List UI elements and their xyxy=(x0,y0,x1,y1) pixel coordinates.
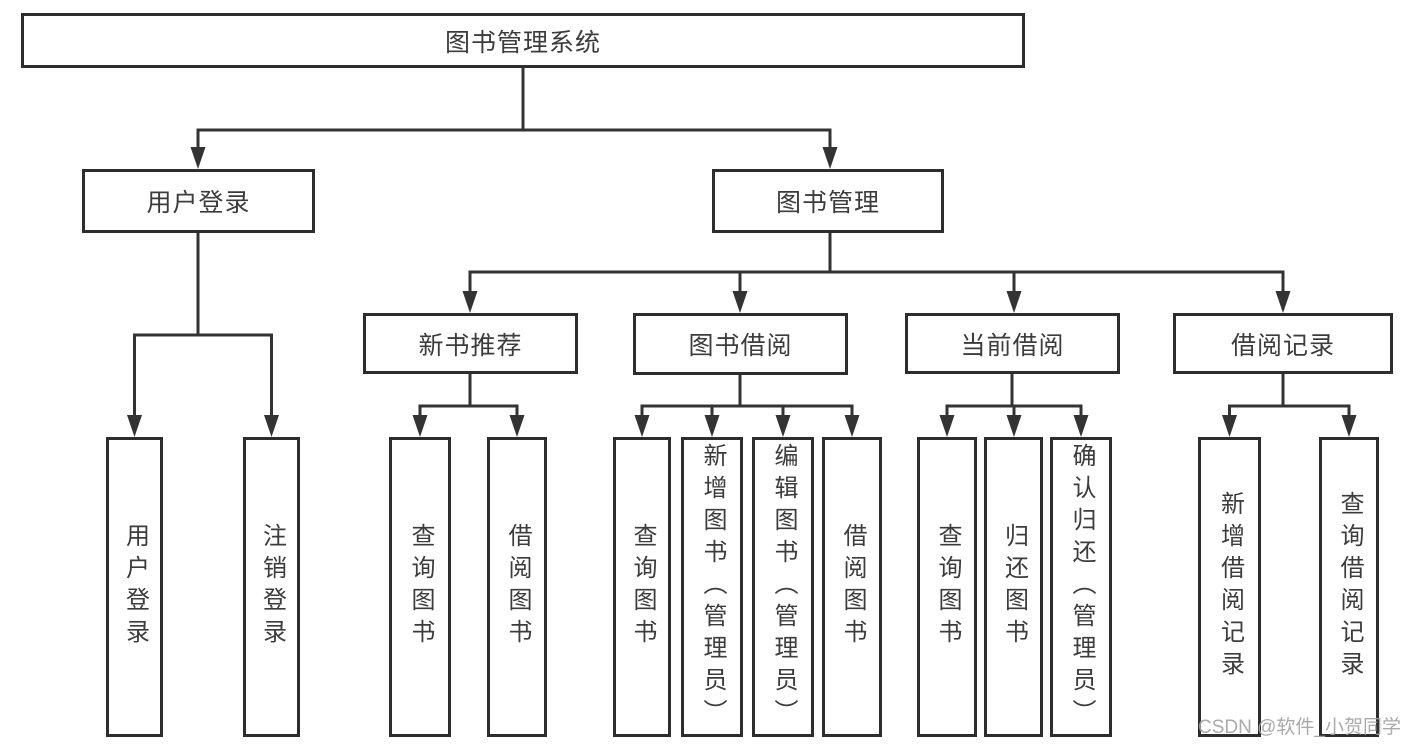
node-user-login-branch: 用户登录 xyxy=(82,169,315,233)
node-borrow-records: 借阅记录 xyxy=(1173,313,1393,374)
node-confirm-return-admin: 确认归还（管理员） xyxy=(1050,437,1112,737)
node-query-borrow-record: 查询借阅记录 xyxy=(1319,437,1379,737)
node-borrow-book-leaf: 借阅图书 xyxy=(822,437,882,737)
node-query-book-borrow: 查询图书 xyxy=(613,437,671,737)
node-root: 图书管理系统 xyxy=(21,13,1025,68)
node-logout: 注销登录 xyxy=(243,437,300,737)
node-current-borrow: 当前借阅 xyxy=(905,313,1120,374)
node-new-book-recommend: 新书推荐 xyxy=(363,313,578,374)
node-add-book-admin: 新增图书（管理员） xyxy=(681,437,743,737)
node-borrow-book-recommend: 借阅图书 xyxy=(487,437,547,737)
node-user-login-leaf: 用户登录 xyxy=(106,437,163,737)
node-book-borrow: 图书借阅 xyxy=(633,313,848,375)
csdn-watermark: CSDN @软件_小贺同学 xyxy=(1198,717,1401,738)
node-query-book-recommend: 查询图书 xyxy=(389,437,451,737)
node-return-book: 归还图书 xyxy=(984,437,1043,737)
node-query-book-current: 查询图书 xyxy=(917,437,977,737)
node-add-borrow-record: 新增借阅记录 xyxy=(1198,437,1261,737)
node-edit-book-admin: 编辑图书（管理员） xyxy=(752,437,814,737)
node-book-management: 图书管理 xyxy=(712,169,944,233)
